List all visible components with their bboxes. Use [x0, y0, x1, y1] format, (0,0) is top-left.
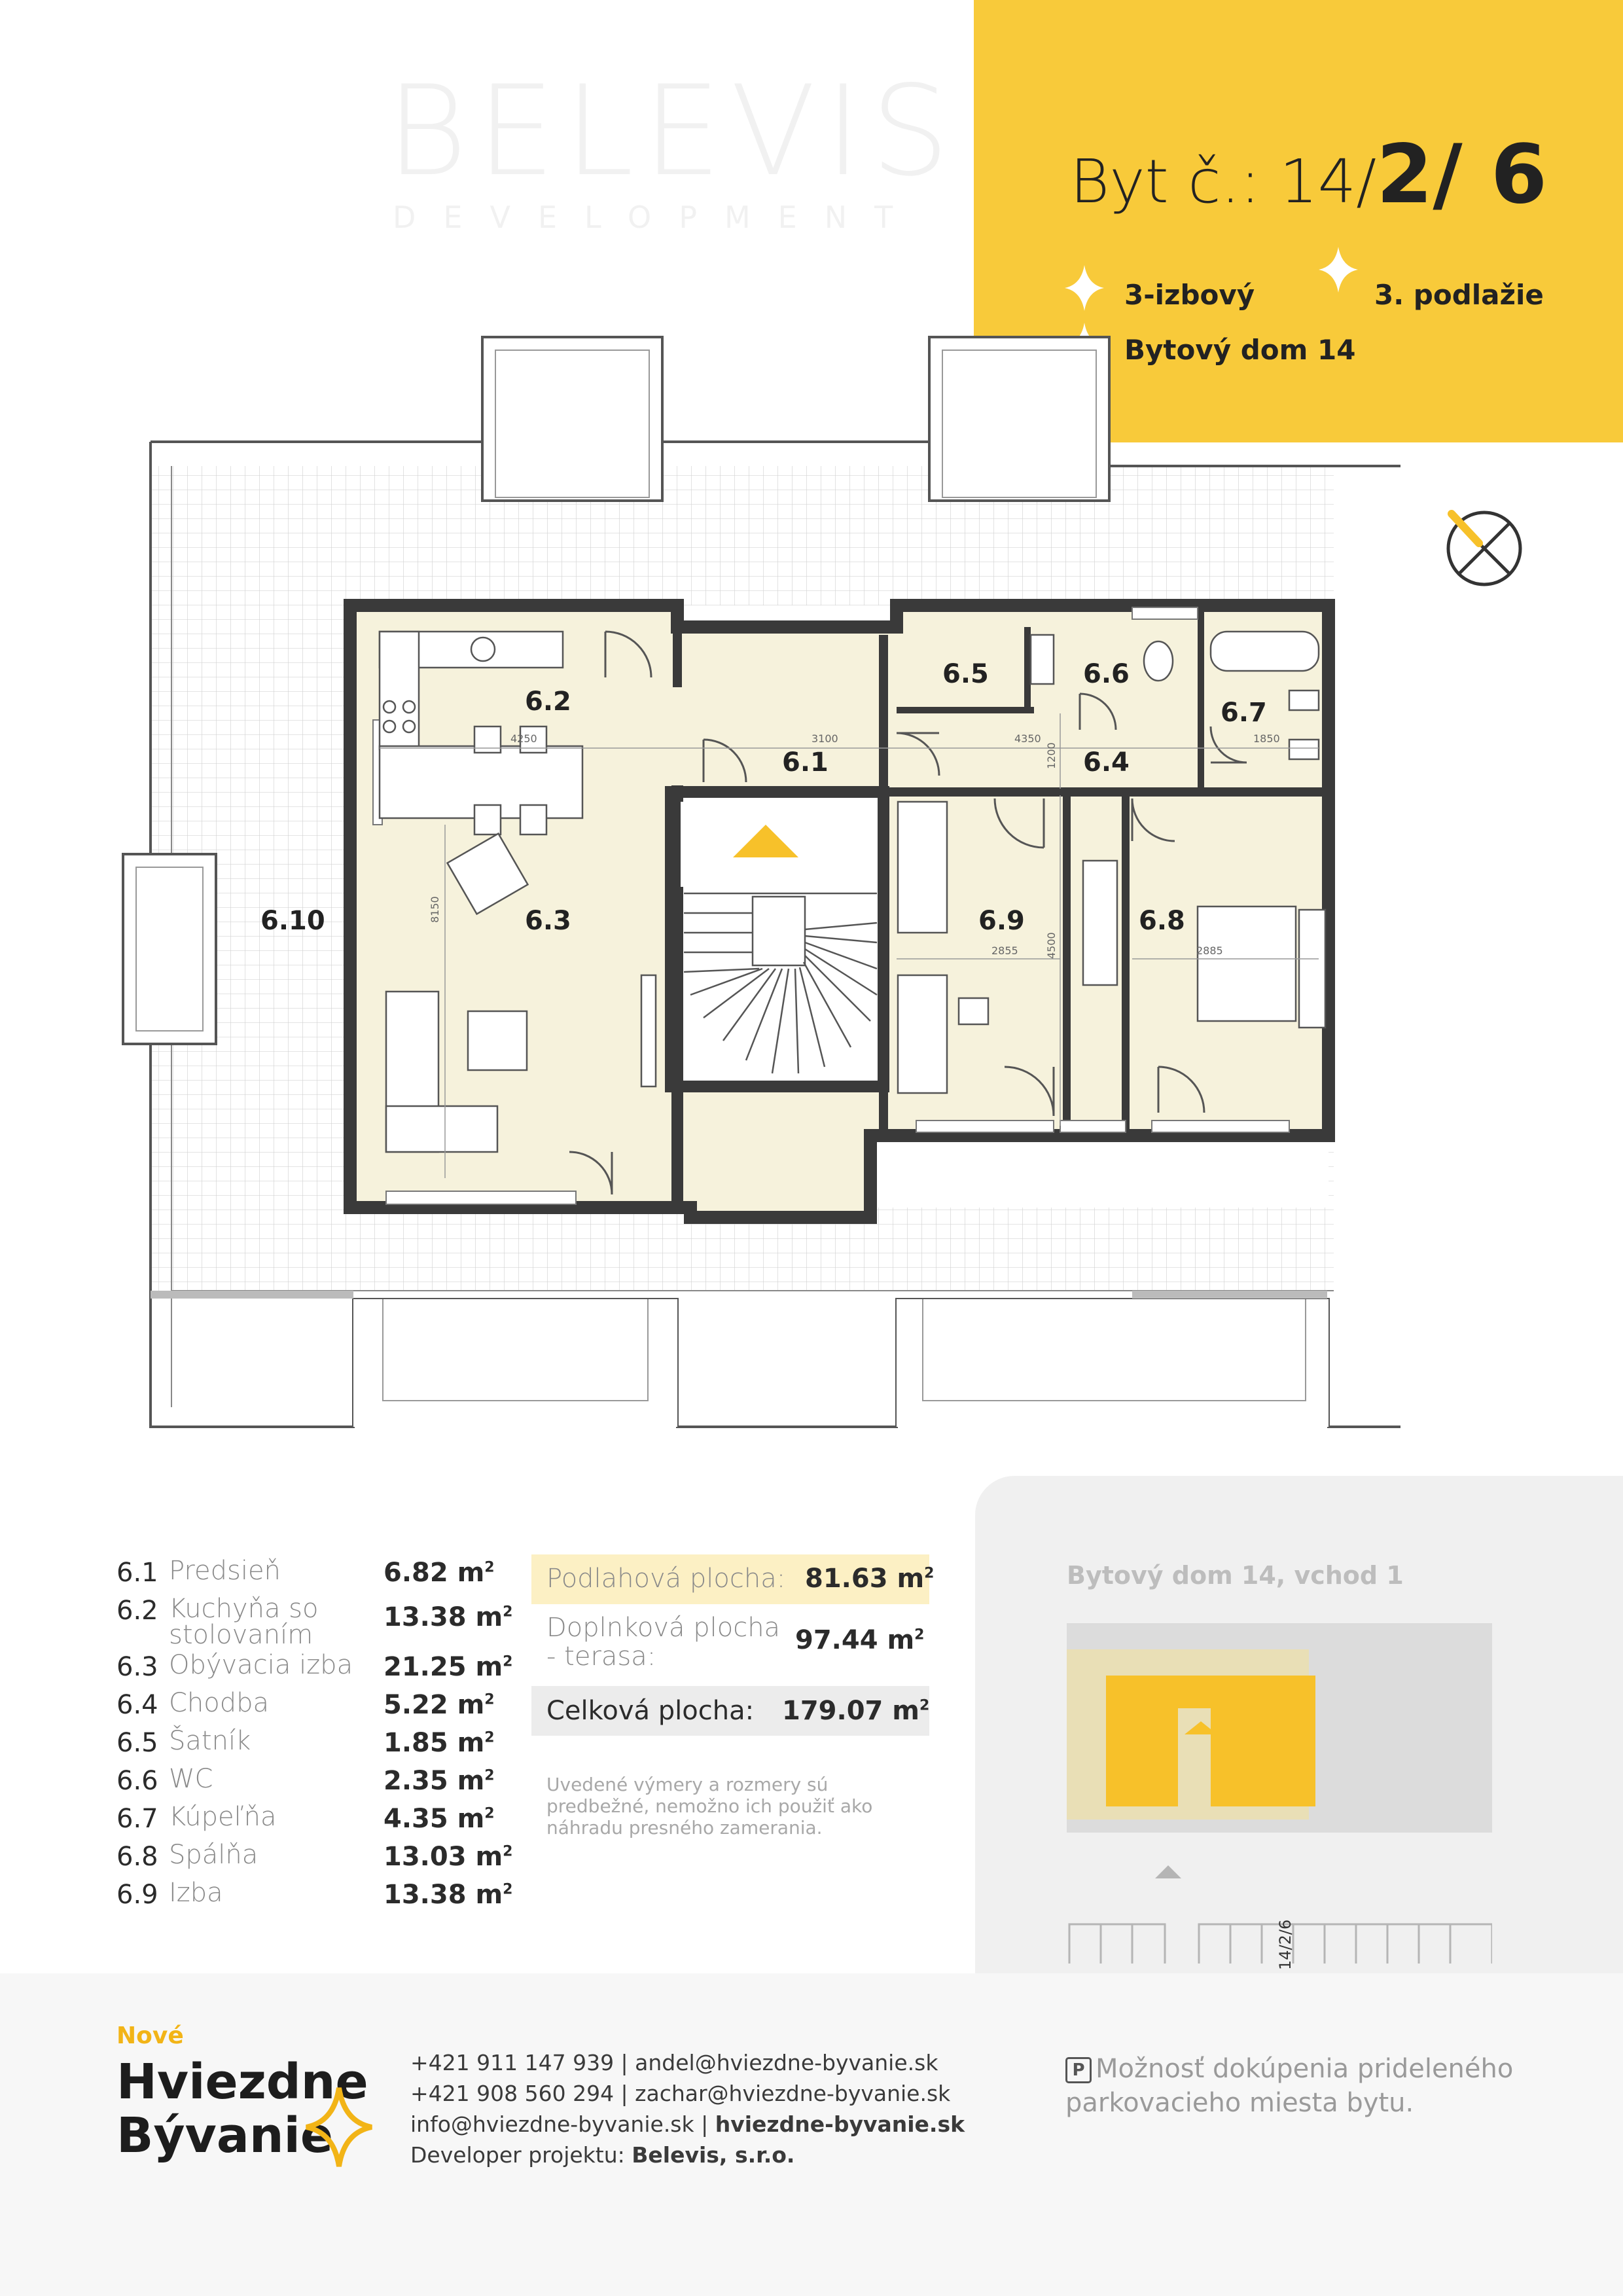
dim-label: 2855: [991, 944, 1018, 957]
contact-block: +421 911 147 939 | andel@hviezdne-byvani…: [410, 2047, 965, 2170]
room-label-6-4: 6.4: [1083, 747, 1130, 778]
room-label-6-9: 6.9: [978, 906, 1025, 936]
floor-area-value: 81.63 m2: [805, 1564, 935, 1594]
total-area-label: Celková plocha:: [546, 1696, 755, 1726]
room-label-6-10: 6.10: [260, 906, 325, 936]
contact-line[interactable]: +421 908 560 294 | zachar@hviezdne-byvan…: [410, 2081, 951, 2106]
room-label-6-7: 6.7: [1221, 698, 1267, 728]
star-icon: [1319, 247, 1358, 293]
apartment-number: 2/ 6: [1376, 128, 1548, 222]
room-label-6-3: 6.3: [525, 906, 571, 936]
dim-label: 2885: [1196, 944, 1223, 957]
feature-building: Bytový dom 14: [1124, 334, 1356, 366]
staircase: [681, 802, 878, 1074]
floor-plan: 4250 3100 4350 1850 1200 8150 2855 4500 …: [122, 336, 1522, 1428]
doors: [569, 630, 1247, 1195]
dim-label: 1850: [1253, 732, 1280, 745]
dim-label: 3100: [812, 732, 838, 745]
dim-label: 1200: [1045, 742, 1058, 769]
room-label-6-1: 6.1: [782, 747, 829, 778]
dimension-lines: [380, 713, 1319, 1178]
dim-label: 4500: [1045, 932, 1058, 959]
star-logo-icon: [306, 2087, 372, 2167]
apartment-walls: [344, 599, 1335, 1224]
disclaimer-note: Uvedené výmery a rozmery sú predbežné, n…: [546, 1774, 873, 1839]
dim-label: 4250: [510, 732, 537, 745]
contact-line[interactable]: +421 911 147 939 | andel@hviezdne-byvani…: [410, 2050, 938, 2075]
footer: [0, 1973, 1623, 2296]
total-area-value: 179.07 m2: [782, 1696, 930, 1726]
watermark-sub: DEVELOPMENT: [393, 200, 921, 235]
floor-area-label: Podlahová plocha:: [546, 1564, 786, 1594]
terrace-area-label: Doplnková plocha- terasa:: [546, 1613, 781, 1672]
room-label-6-8: 6.8: [1139, 906, 1185, 936]
parking-icon: P: [1065, 2057, 1092, 2083]
apartment-title: Byt č.: 14/2/ 6: [1070, 128, 1547, 222]
star-icon: [1065, 265, 1104, 311]
room-label-6-6: 6.6: [1083, 659, 1130, 689]
furniture: [378, 630, 1327, 1153]
developer-line: Developer projektu: Belevis, s.r.o.: [410, 2142, 795, 2168]
floor-area-highlight: [531, 1554, 929, 1604]
website-link[interactable]: hviezdne-byvanie.sk: [715, 2111, 965, 2137]
location-title: Bytový dom 14, vchod 1: [1067, 1561, 1404, 1590]
feature-floor: 3. podlažie: [1374, 279, 1544, 311]
contact-line: info@hviezdne-byvanie.sk | hviezdne-byva…: [410, 2111, 965, 2137]
feature-rooms: 3-izbový: [1124, 279, 1255, 311]
terrace-area-value: 97.44 m2: [795, 1625, 925, 1655]
watermark-brand: BELEVIS: [386, 59, 959, 204]
building-location-map: 14/2/6: [1067, 1623, 1492, 1970]
dim-label: 8150: [429, 896, 441, 923]
logo: Hviezdne Bývanie: [116, 2054, 368, 2164]
apartment-prefix: Byt č.: 14/: [1070, 147, 1377, 217]
room-label-6-2: 6.2: [525, 687, 571, 717]
parking-unit-label: 14/2/6: [1276, 1920, 1294, 1970]
compass-icon: [1446, 510, 1522, 586]
logo-nove: Nové: [116, 2022, 184, 2049]
total-area-highlight: [531, 1686, 929, 1736]
dim-label: 4350: [1014, 732, 1041, 745]
room-label-6-5: 6.5: [942, 659, 989, 689]
